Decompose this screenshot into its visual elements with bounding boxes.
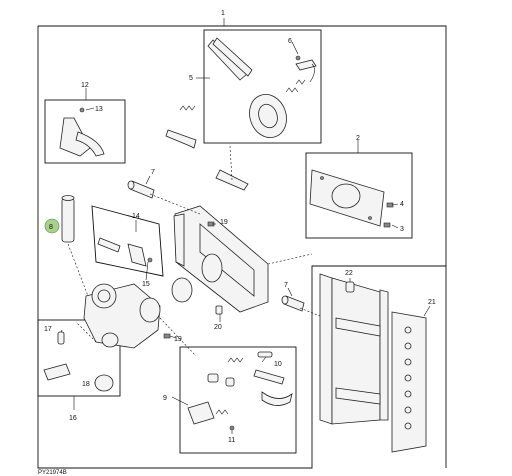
hitch-holes <box>404 326 412 430</box>
callout-21: 21 <box>428 299 436 306</box>
callout-8: 8 <box>49 224 53 231</box>
subassembly-14-frame <box>91 205 164 277</box>
callout-9: 9 <box>163 395 167 402</box>
callout-5: 5 <box>189 75 193 82</box>
callout-14: 14 <box>132 213 140 220</box>
image-code: PY21974B <box>38 470 67 476</box>
bolt-20-part <box>215 305 223 315</box>
subassembly-5-frame <box>203 29 322 144</box>
callout-19a: 19 <box>220 219 228 226</box>
callout-7a: 7 <box>151 169 155 176</box>
pintle-hook-part <box>83 283 161 349</box>
hook-assembly-part <box>59 107 105 157</box>
subassembly-12-frame <box>44 99 126 164</box>
subassembly-9-frame <box>179 346 297 454</box>
hitch-channel-part <box>319 273 427 453</box>
spring-latch-part <box>97 237 153 267</box>
spring-clip-part <box>207 37 253 81</box>
callout-22: 22 <box>345 270 353 277</box>
callout-4: 4 <box>400 201 404 208</box>
pin-7b-part <box>281 295 305 312</box>
housing-body-part <box>173 205 269 313</box>
callout-18: 18 <box>82 381 90 388</box>
mounting-plate-part <box>309 169 385 227</box>
callout-15: 15 <box>142 281 150 288</box>
pin-7-part <box>127 180 155 199</box>
callout-19b: 19 <box>174 336 182 343</box>
callout-7b: 7 <box>284 282 288 289</box>
callout-13: 13 <box>95 106 103 113</box>
callout-17: 17 <box>44 326 52 333</box>
o-ring-part <box>171 277 193 303</box>
callout-10: 10 <box>274 361 282 368</box>
subassembly-16-frame <box>37 319 121 397</box>
bolt-part <box>383 202 394 228</box>
callout-2: 2 <box>356 135 360 142</box>
callout-3: 3 <box>400 226 404 233</box>
callout-6: 6 <box>288 38 292 45</box>
callout-8-highlight <box>44 218 60 234</box>
spring-9-part <box>187 351 293 431</box>
callout-1: 1 <box>221 10 225 17</box>
callout-20: 20 <box>214 324 222 331</box>
subassembly-2-frame <box>305 152 413 239</box>
spring-part <box>179 79 306 111</box>
latch-lever-part <box>165 129 197 149</box>
handle-lever-part <box>295 55 317 83</box>
lock-ring-part <box>249 94 287 138</box>
latch-lever-part <box>215 169 249 191</box>
callout-16: 16 <box>69 415 77 422</box>
latch-17-part <box>43 331 71 381</box>
pin-8-part <box>61 195 75 243</box>
hitch-plate-frame <box>312 265 447 468</box>
seal-ring-18-part <box>94 374 114 392</box>
callout-12: 12 <box>81 82 89 89</box>
callout-11: 11 <box>228 437 235 444</box>
